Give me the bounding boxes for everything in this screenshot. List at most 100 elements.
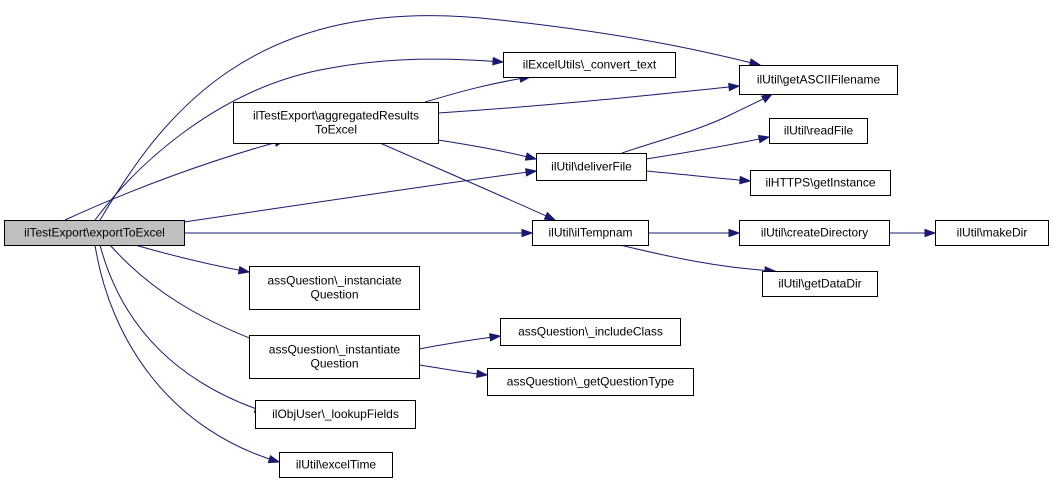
edge-arrowhead [476, 369, 489, 379]
node-label: assQuestion\_includeClass [518, 325, 663, 339]
edge-line [94, 58, 504, 221]
node-label: ilUtil\createDirectory [761, 226, 868, 240]
node-box [532, 220, 649, 246]
node-deliver[interactable]: ilUtil\deliverFile [536, 153, 647, 181]
node-layer: ilTestExport\exportToExcel ilTestExport\a… [4, 52, 1049, 478]
node-box [762, 271, 878, 297]
edge-line [645, 136, 770, 160]
edge-arrowhead [543, 211, 557, 221]
edge-aggr-to-excel [424, 74, 532, 103]
edge-root-to-deliver [183, 168, 538, 223]
node-label: ilTestExport\exportToExcel [24, 226, 165, 240]
edge-arrowhead [237, 265, 251, 275]
node-excel[interactable]: ilExcelUtils\_convert_text [503, 52, 676, 78]
edge-line [94, 244, 280, 463]
node-label: assQuestion\_getQuestionType [507, 375, 675, 389]
edge-arrowhead [760, 93, 774, 104]
node-lookup[interactable]: ilObjUser\_lookupFields [255, 400, 416, 429]
edge-root-to-instantiate [109, 244, 267, 345]
node-label: Question [310, 288, 358, 302]
node-box [739, 220, 890, 246]
edge-instantiate-to-qtype [418, 364, 489, 379]
edge-line [437, 85, 740, 114]
edge-arrowhead [739, 175, 752, 185]
edge-tempnam-to-createdir [648, 228, 741, 238]
node-label: Question [310, 357, 358, 371]
edge-line [99, 244, 266, 413]
edge-line [424, 76, 531, 103]
node-label: ilUtil\makeDir [957, 226, 1028, 240]
edge-arrowhead [525, 168, 538, 177]
edge-createdir-to-makedir [889, 228, 937, 238]
node-box [233, 102, 439, 144]
edge-instantiate-to-include [418, 333, 502, 350]
node-createdir[interactable]: ilUtil\createDirectory [739, 220, 890, 246]
edge-line [64, 139, 286, 221]
node-readfile[interactable]: ilUtil\readFile [769, 118, 868, 144]
node-include[interactable]: assQuestion\_includeClass [500, 318, 681, 346]
edge-line [379, 142, 556, 221]
node-label: ilExcelUtils\_convert_text [523, 58, 657, 72]
node-label: ilUtil\ilTempnam [548, 226, 632, 240]
edge-aggr-to-tempnam [379, 142, 557, 221]
node-box [536, 153, 647, 181]
edge-line [619, 244, 776, 272]
edge-arrowhead [757, 134, 771, 144]
node-box [255, 400, 416, 429]
node-box [487, 368, 694, 396]
node-box [249, 335, 420, 379]
edge-line [183, 170, 537, 223]
edge-line [437, 139, 537, 160]
edge-arrowhead [728, 228, 741, 238]
edge-deliver-to-ascii [621, 93, 774, 154]
node-box [769, 118, 868, 144]
node-qtype[interactable]: assQuestion\_getQuestionType [487, 368, 694, 396]
node-box [279, 452, 393, 478]
edge-line [418, 335, 501, 350]
node-box [249, 266, 420, 310]
edge-arrowhead [267, 454, 281, 464]
node-makedir[interactable]: ilUtil\makeDir [935, 220, 1049, 246]
edge-line [99, 15, 761, 221]
edge-root-to-tempnam [184, 228, 534, 238]
edge-line [134, 244, 250, 273]
edge-line [645, 170, 751, 182]
node-box [739, 65, 898, 95]
edge-tempnam-to-datadir [619, 244, 777, 275]
node-label: ToExcel [315, 123, 357, 137]
edge-arrowhead [728, 82, 741, 92]
node-root[interactable]: ilTestExport\exportToExcel [4, 220, 185, 246]
edge-line [621, 93, 773, 154]
edge-arrowhead [924, 228, 937, 238]
edge-root-to-exceltime [94, 244, 281, 464]
node-label: ilHTTPS\getInstance [765, 176, 875, 190]
edge-arrowhead [492, 56, 505, 66]
edge-root-to-excel [94, 56, 505, 221]
node-tempnam[interactable]: ilUtil\ilTempnam [532, 220, 649, 246]
edge-arrowhead [521, 228, 534, 238]
node-exceltime[interactable]: ilUtil\excelTime [279, 452, 393, 478]
node-label: ilUtil\readFile [784, 124, 854, 138]
edge-arrowhead [524, 152, 538, 161]
edge-root-to-instanciate [134, 244, 251, 275]
edge-layer [64, 15, 937, 464]
node-https[interactable]: ilHTTPS\getInstance [750, 170, 891, 196]
node-box [500, 318, 681, 346]
node-box [4, 220, 185, 246]
node-box [503, 52, 676, 78]
node-label: ilUtil\getASCIIFilename [757, 73, 881, 87]
node-label: ilTestExport\aggregatedResults [253, 109, 419, 123]
node-label: ilUtil\getDataDir [778, 277, 861, 291]
edge-deliver-to-readfile [645, 134, 771, 160]
node-datadir[interactable]: ilUtil\getDataDir [762, 271, 878, 297]
node-ascii[interactable]: ilUtil\getASCIIFilename [739, 65, 898, 95]
edge-aggr-to-deliver [437, 139, 538, 161]
edge-arrowhead [489, 333, 502, 342]
node-label: ilObjUser\_lookupFields [272, 407, 399, 421]
edge-deliver-to-https [645, 170, 752, 185]
node-box [750, 170, 891, 196]
